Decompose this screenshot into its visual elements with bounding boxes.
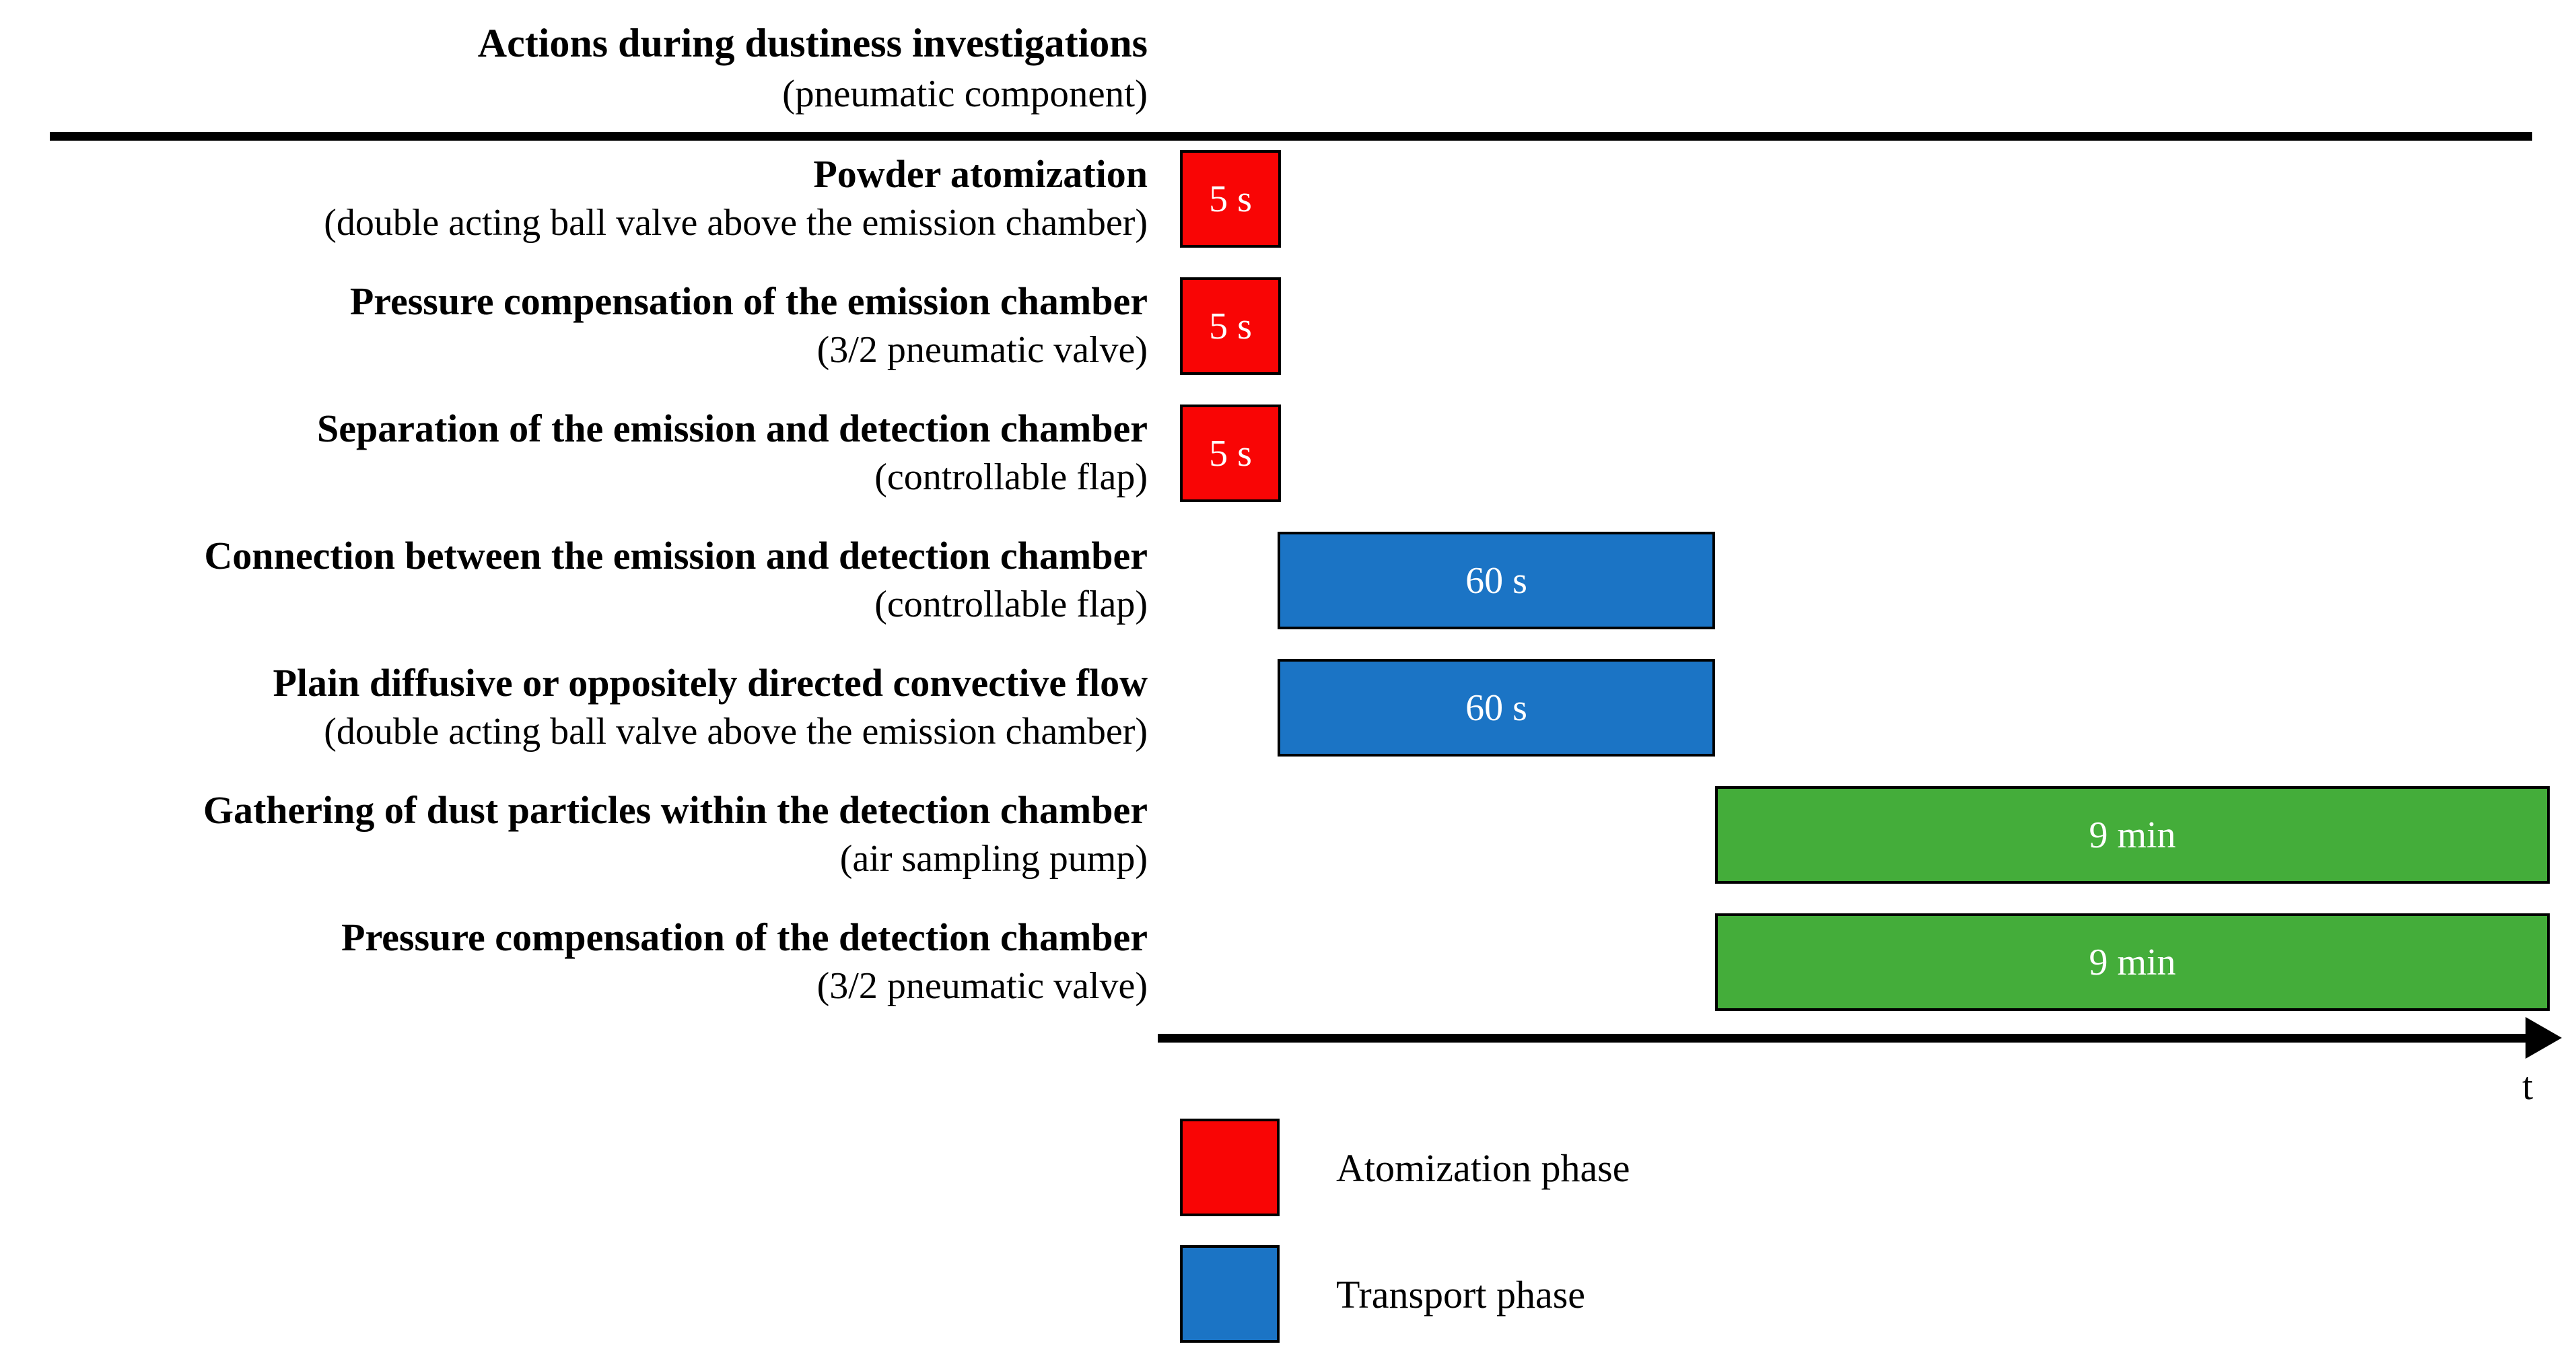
row-action-text: Pressure compensation of the detection c… — [341, 915, 1148, 959]
row-label-pressure-compensation-detection: Pressure compensation of the detection c… — [0, 913, 1148, 1010]
legend-label-atomization: Atomization phase — [1336, 1146, 1630, 1190]
title-separator-line — [50, 132, 2532, 141]
bar-duration-label: 60 s — [1465, 559, 1527, 602]
row-component-text: (3/2 pneumatic valve) — [816, 965, 1148, 1007]
bar-duration-label: 9 min — [2089, 941, 2176, 983]
row-label-pressure-compensation-emission: Pressure compensation of the emission ch… — [0, 277, 1148, 374]
row-action-text: Connection between the emission and dete… — [204, 534, 1148, 577]
legend-swatch-atomization — [1180, 1119, 1280, 1216]
chart-title-line2: (pneumatic component) — [782, 73, 1148, 115]
row-label-gathering-dust-particles: Gathering of dust particles within the d… — [0, 786, 1148, 883]
axis-time-label: t — [2521, 1064, 2534, 1108]
row-component-text: (air sampling pump) — [839, 838, 1148, 880]
chart-title: Actions during dustiness investigations … — [0, 17, 1148, 120]
bar-duration-label: 5 s — [1209, 305, 1252, 347]
legend-swatch-transport — [1180, 1245, 1280, 1343]
bar-pressure-compensation-emission: 5 s — [1180, 277, 1281, 375]
bar-diffusive-convective-flow: 60 s — [1278, 659, 1715, 757]
bar-powder-atomization: 5 s — [1180, 150, 1281, 248]
row-component-text: (controllable flap) — [874, 584, 1148, 625]
bar-connection-chambers: 60 s — [1278, 532, 1715, 629]
row-label-powder-atomization: Powder atomization (double acting ball v… — [0, 150, 1148, 247]
row-action-text: Plain diffusive or oppositely directed c… — [273, 661, 1148, 705]
row-component-text: (double acting ball valve above the emis… — [324, 711, 1148, 752]
row-action-text: Powder atomization — [813, 152, 1148, 196]
row-label-separation-chambers: Separation of the emission and detection… — [0, 405, 1148, 501]
bar-gathering-dust-particles: 9 min — [1715, 786, 2550, 884]
row-label-connection-chambers: Connection between the emission and dete… — [0, 532, 1148, 629]
row-component-text: (3/2 pneumatic valve) — [816, 329, 1148, 371]
row-action-text: Gathering of dust particles within the d… — [203, 788, 1148, 832]
row-action-text: Separation of the emission and detection… — [316, 407, 1148, 450]
time-axis-line — [1158, 1034, 2531, 1043]
legend-label-transport: Transport phase — [1336, 1273, 1586, 1317]
row-component-text: (double acting ball valve above the emis… — [324, 202, 1148, 244]
bar-duration-label: 9 min — [2089, 814, 2176, 856]
bar-pressure-compensation-detection: 9 min — [1715, 913, 2550, 1011]
bar-duration-label: 5 s — [1209, 178, 1252, 220]
bar-duration-label: 60 s — [1465, 687, 1527, 729]
row-action-text: Pressure compensation of the emission ch… — [349, 279, 1148, 323]
chart-title-line1: Actions during dustiness investigations — [477, 21, 1148, 65]
axis-arrowhead-icon — [2526, 1017, 2562, 1059]
bar-duration-label: 5 s — [1209, 432, 1252, 475]
bar-separation-chambers: 5 s — [1180, 405, 1281, 502]
row-component-text: (controllable flap) — [874, 456, 1148, 498]
row-label-diffusive-convective-flow: Plain diffusive or oppositely directed c… — [0, 659, 1148, 756]
